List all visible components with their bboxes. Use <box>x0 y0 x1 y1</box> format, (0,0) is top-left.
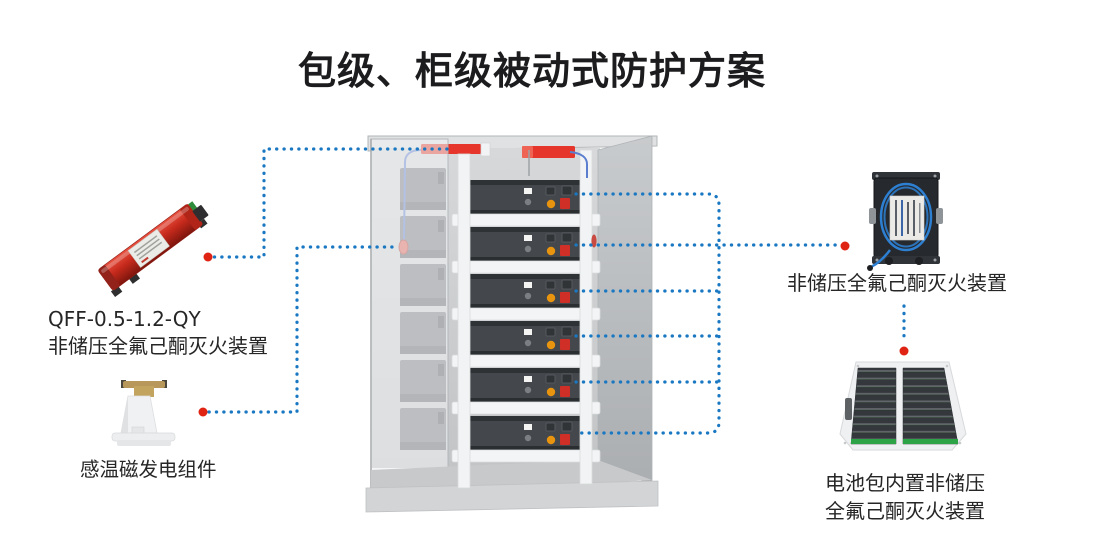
suppressor-bar-tip <box>522 146 533 158</box>
cabinet-base <box>365 480 659 513</box>
left-extinguisher-label: QFF-0.5-1.2-QY 非储压全氟己酮灭火装置 <box>48 306 268 360</box>
thermal-trigger-right <box>591 234 597 248</box>
sensor-illustration <box>111 380 176 446</box>
connector-left-extinguisher <box>212 147 449 259</box>
detection-tube-coil <box>879 182 933 252</box>
connection-point-marker <box>899 346 909 356</box>
left-extinguisher-model: QFF-0.5-1.2-QY <box>48 307 201 331</box>
connection-point-marker <box>203 252 213 262</box>
battery-cabinet-illustration <box>365 135 659 513</box>
left-extinguisher-name: 非储压全氟己酮灭火装置 <box>48 334 268 358</box>
connection-point-marker <box>198 407 208 417</box>
battery-cells-left <box>850 367 897 445</box>
connection-point-marker <box>840 241 850 251</box>
battery-module <box>465 179 587 215</box>
left-extinguisher-illustration <box>98 201 209 297</box>
extinguisher-label <box>127 228 170 268</box>
cabinet-glass-panel <box>370 138 449 492</box>
right-extinguisher-label: 非储压全氟己酮灭火装置 <box>787 271 1007 295</box>
rack-shelf-rails <box>451 213 601 463</box>
connector-lines <box>207 147 906 435</box>
extinguisher-nozzle-green <box>188 201 198 212</box>
connector-sensor <box>207 245 399 414</box>
battery-module <box>465 367 587 403</box>
connector-module-bus <box>574 192 721 435</box>
aerosol-suppressor-bar-right <box>522 146 575 158</box>
suppressor-clip <box>480 142 491 157</box>
battery-pack-label-line1: 电池包内置非储压 <box>825 471 985 495</box>
battery-module <box>465 415 587 451</box>
battery-pack-label: 电池包内置非储压 全氟己酮灭火装置 <box>790 469 1020 525</box>
suppressor-tube-right <box>569 151 588 178</box>
battery-module <box>465 320 587 356</box>
cabinet-right-wall <box>597 135 653 485</box>
battery-pack-label-line2: 全氟己酮灭火装置 <box>825 499 985 523</box>
rack-post-right <box>579 149 593 485</box>
sensor-label: 感温磁发电组件 <box>80 458 217 481</box>
battery-pack-illustration <box>839 361 967 451</box>
rack-post-left <box>457 153 471 489</box>
right-extinguisher-illustration <box>867 172 943 271</box>
battery-module <box>465 226 587 262</box>
page-title: 包级、柜级被动式防护方案 <box>297 49 766 93</box>
connection-point-markers <box>198 241 909 417</box>
battery-module <box>465 273 587 309</box>
